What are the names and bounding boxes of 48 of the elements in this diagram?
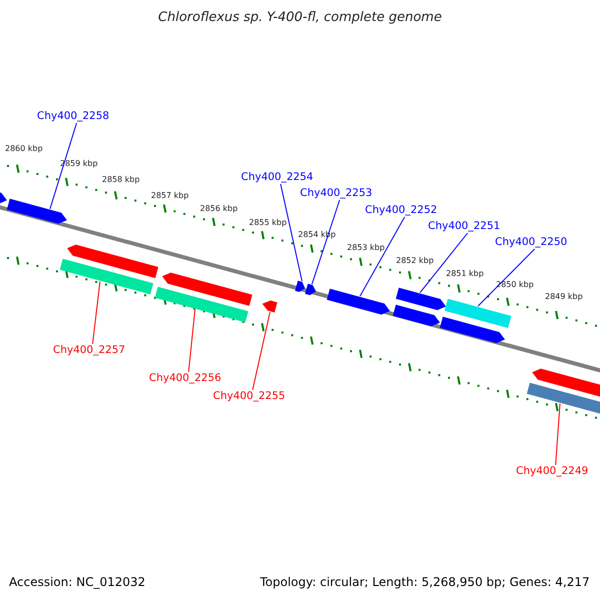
map-title: Chloroflexus sp. Y-400-fl, complete genome [157,11,443,24]
gene-feature [440,316,505,344]
leader-line [478,248,536,307]
gene-feature [305,284,316,296]
position-label: 2853 kbp [347,244,385,252]
position-label: 2855 kbp [249,219,287,227]
leader-line [188,308,196,372]
accession-text: Accession: NC_012032 [9,576,146,588]
position-label: 2851 kbp [446,270,484,278]
gene-label: Chy400_2255 [213,391,286,402]
gene-label: Chy400_2249 [516,466,588,476]
position-label: 2860 kbp [5,145,43,153]
leader-line [280,184,302,282]
gene-feature [326,288,390,315]
position-label: 2849 kbp [545,293,583,301]
position-label: 2852 kbp [396,257,434,265]
gene-feature [154,286,248,322]
gene-feature [162,272,252,306]
gene-label: Chy400_2256 [149,373,222,384]
gene-feature [444,298,512,328]
gene-feature [60,258,154,294]
gene-feature [532,368,600,399]
leader-line [312,200,340,285]
position-label: 2856 kbp [200,205,238,213]
leader-line [92,280,100,344]
gene-label: Chy400_2253 [300,188,372,198]
position-label: 2858 kbp [102,176,140,184]
gene-feature [526,382,600,416]
gene-feature [6,198,67,224]
leader-line [555,403,560,466]
gene-label: Chy400_2254 [241,172,314,182]
gene-label: Chy400_2250 [495,237,568,248]
gene-label: Chy400_2252 [365,205,438,216]
leader-line [420,232,468,294]
gene-feature [67,244,158,278]
genome-summary-text: Topology: circular; Length: 5,268,950 bp; Genes: 4,217 [260,576,590,588]
gene-feature [262,300,278,312]
gene-feature [295,280,305,292]
gene-label: Chy400_2258 [37,111,110,122]
position-label: 2857 kbp [151,192,189,200]
gene-feature [396,288,446,310]
gene-label: Chy400_2257 [53,345,126,356]
leader-line [252,312,270,390]
leader-line [360,216,406,297]
gene-feature [0,190,7,204]
gene-feature [392,304,440,326]
leader-line [50,122,78,210]
gene-label: Chy400_2251 [428,221,500,232]
